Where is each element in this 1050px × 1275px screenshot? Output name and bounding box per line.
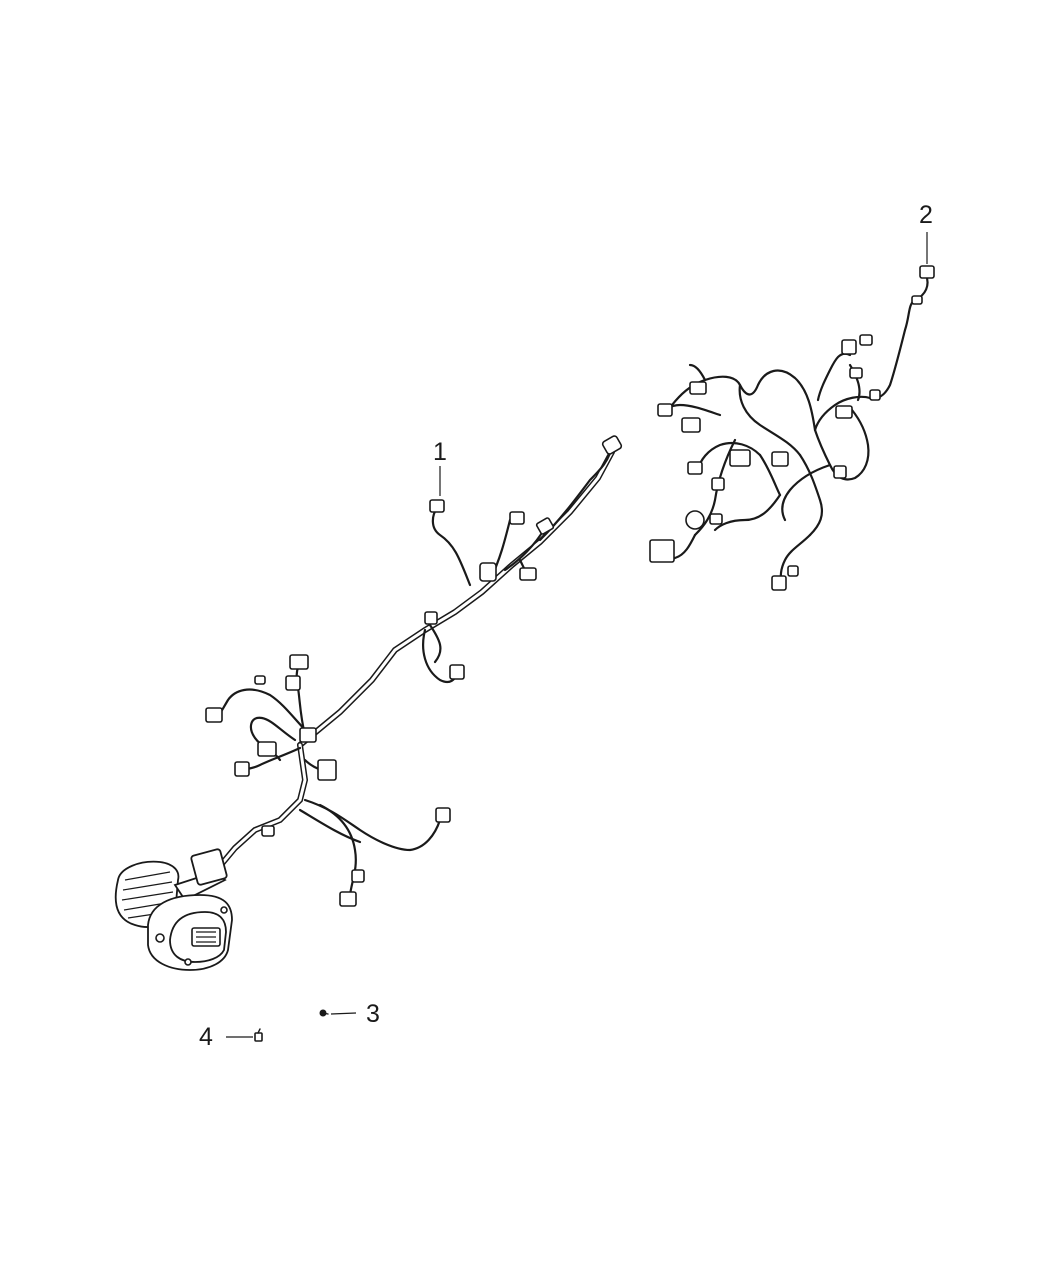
harness-connector xyxy=(424,611,438,625)
harness-connector xyxy=(234,761,250,777)
harness-connector xyxy=(787,565,799,577)
harness-connector xyxy=(205,707,223,723)
harness-connector xyxy=(254,675,266,685)
wiring-harness-right xyxy=(649,265,935,591)
harness-connector xyxy=(771,451,789,467)
harness-connector xyxy=(261,825,275,837)
harness-connector xyxy=(351,869,365,883)
clip-part xyxy=(254,1028,263,1042)
harness-connector xyxy=(519,567,537,581)
harness-connector xyxy=(919,265,935,279)
harness-connector xyxy=(709,513,723,525)
harness-connector xyxy=(729,449,751,467)
callout-2: 2 xyxy=(919,201,933,264)
callout-label: 3 xyxy=(366,1000,380,1028)
callout-1: 1 xyxy=(433,438,447,496)
callout-label: 1 xyxy=(433,438,447,466)
harness-connector xyxy=(435,807,451,823)
harness-connector xyxy=(649,539,675,563)
harness-connector xyxy=(833,465,847,479)
harness-connector xyxy=(449,664,465,680)
harness-connector xyxy=(509,511,525,525)
callout-4: 4 xyxy=(199,1023,253,1051)
screw-part xyxy=(319,1009,329,1017)
harness-connector xyxy=(771,575,787,591)
harness-connector xyxy=(849,367,863,379)
harness-connector xyxy=(835,405,853,419)
harness-connector xyxy=(685,510,705,530)
callout-3: 3 xyxy=(330,1000,380,1028)
wiring-harness-left xyxy=(114,435,623,971)
harness-connector xyxy=(479,562,497,582)
control-module xyxy=(147,848,233,971)
callout-label: 4 xyxy=(199,1023,213,1051)
harness-connector xyxy=(859,334,873,346)
harness-connector xyxy=(869,389,881,401)
harness-connector xyxy=(299,727,317,743)
harness-connector xyxy=(429,499,445,513)
harness-connector xyxy=(711,477,725,491)
harness-connector xyxy=(657,403,673,417)
harness-connector xyxy=(285,675,301,691)
harness-connector xyxy=(841,339,857,355)
harness-connector xyxy=(535,517,555,535)
callout-label: 2 xyxy=(919,201,933,229)
harness-connector xyxy=(339,891,357,907)
harness-connector xyxy=(257,741,277,757)
harness-connector xyxy=(911,295,923,305)
harness-connector xyxy=(687,461,703,475)
harness-connector xyxy=(289,654,309,670)
harness-connector xyxy=(601,435,623,455)
harness-connector xyxy=(689,381,707,395)
harness-connector xyxy=(681,417,701,433)
harness-connector xyxy=(317,759,337,781)
